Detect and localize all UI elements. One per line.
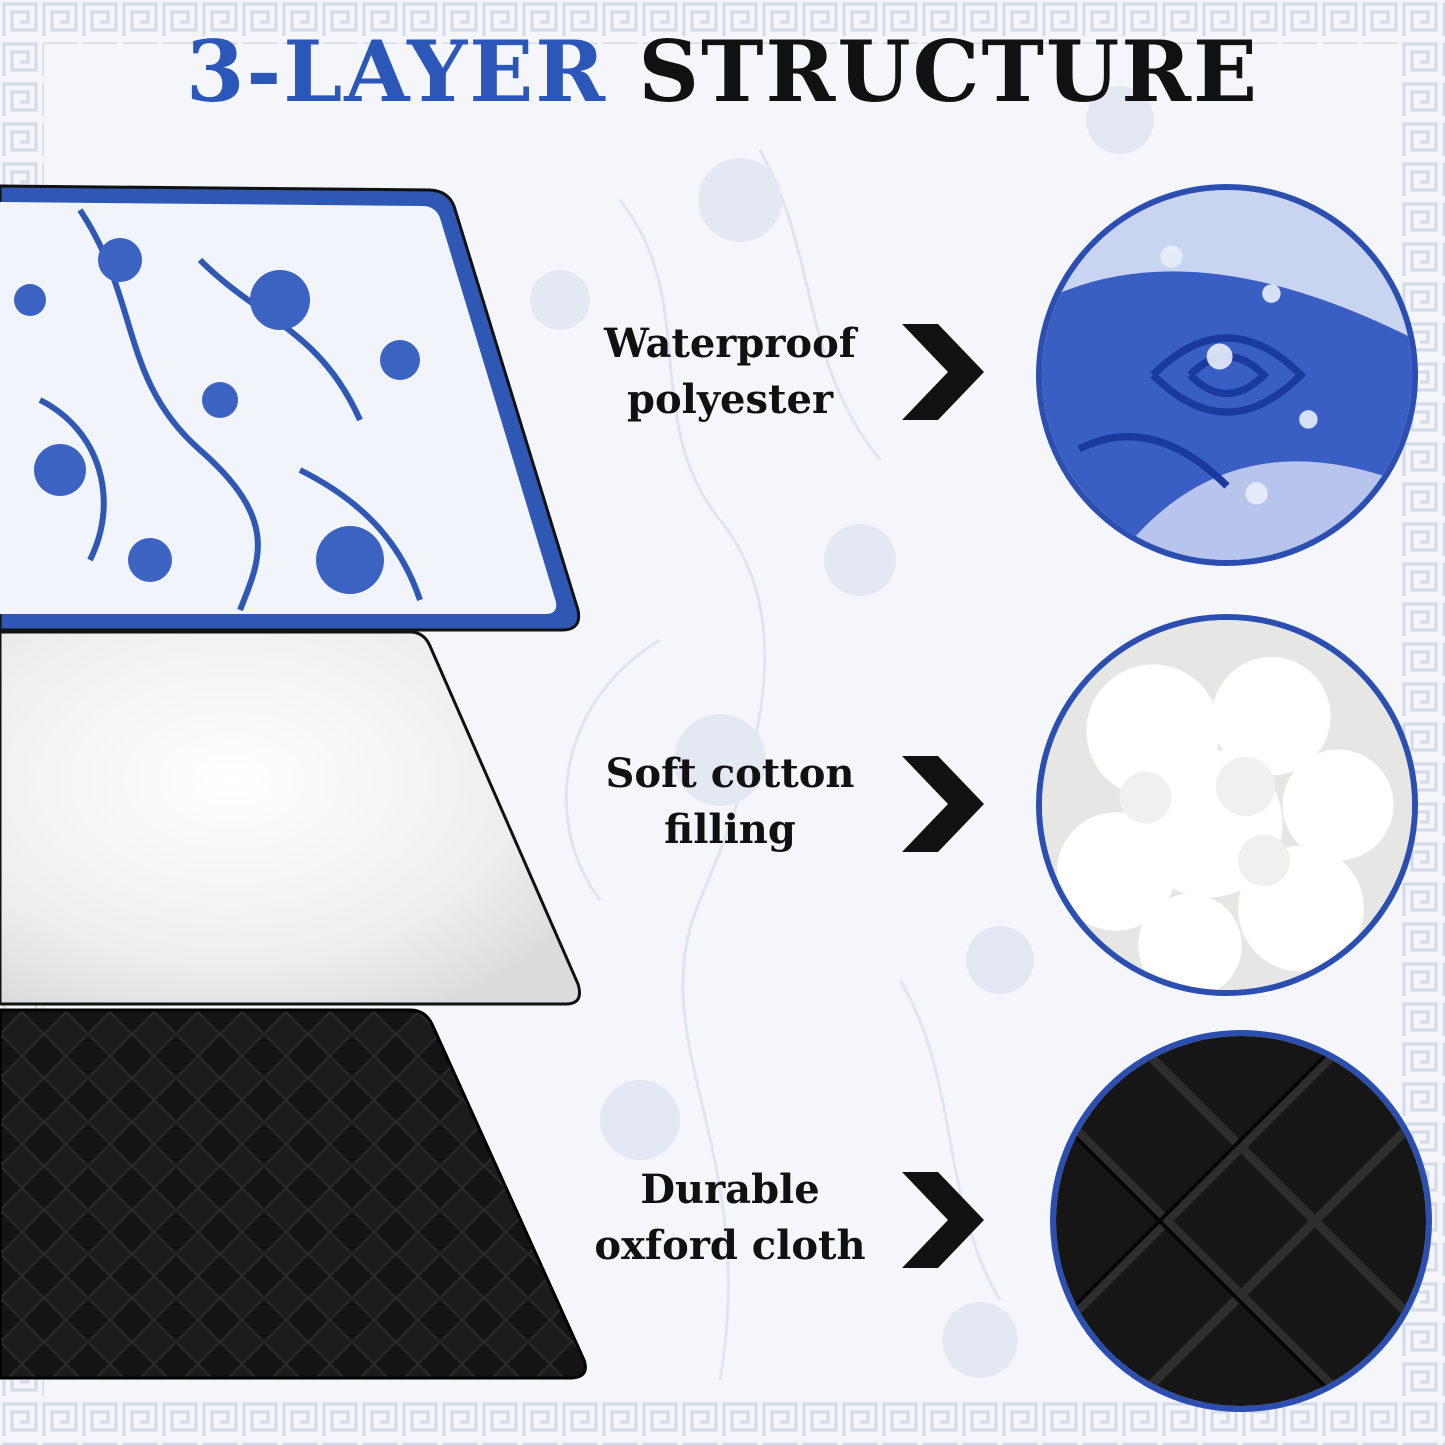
chevron-right-icon	[902, 1172, 984, 1268]
layer-2-label: Soft cotton filling	[565, 746, 895, 858]
page-title: 3-LAYER STRUCTURE	[0, 30, 1445, 114]
layer-3-closeup	[1050, 1030, 1432, 1412]
layer-3-line2: oxford cloth	[594, 1222, 866, 1269]
layer-3-label: Durable oxford cloth	[565, 1162, 895, 1274]
black-quilted-fabric-icon	[1056, 1036, 1426, 1406]
title-main: STRUCTURE	[638, 22, 1260, 121]
cotton-layer	[0, 630, 581, 1006]
cotton-fluff-icon	[1042, 620, 1412, 990]
blue-floral-fabric-icon	[1042, 190, 1412, 560]
layer-2-line1: Soft cotton	[605, 750, 855, 797]
layer-1-closeup	[1036, 184, 1418, 566]
layer-2-line2: filling	[664, 806, 796, 853]
layer-1-label: Waterproof polyester	[565, 316, 895, 428]
layer-1-line1: Waterproof	[604, 320, 856, 367]
polyester-layer	[0, 184, 581, 632]
layer-2-closeup	[1036, 614, 1418, 996]
layer-1-line2: polyester	[626, 376, 834, 423]
chevron-right-icon	[902, 324, 984, 420]
oxford-layer	[0, 1008, 587, 1380]
title-accent: 3-LAYER	[185, 22, 608, 121]
layer-3-line1: Durable	[640, 1166, 820, 1213]
chevron-right-icon	[902, 756, 984, 852]
